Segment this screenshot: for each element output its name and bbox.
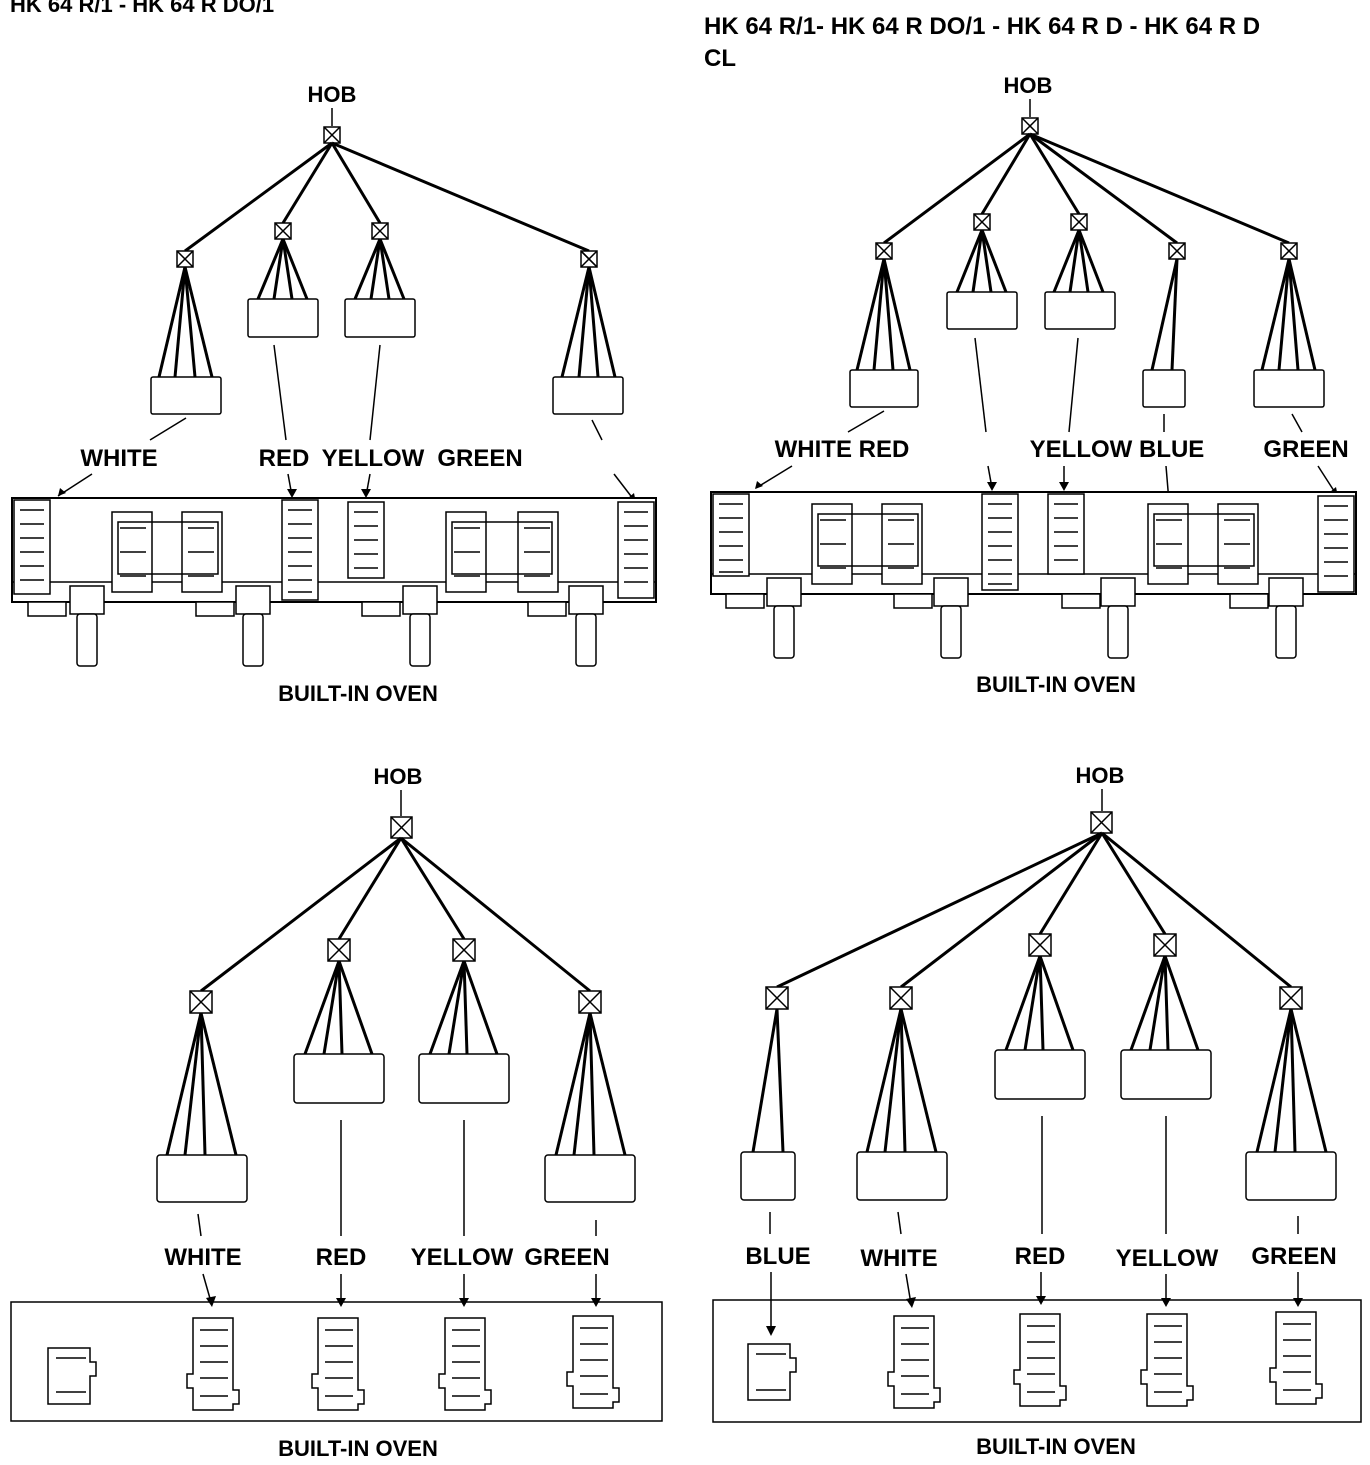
junction [765,986,789,1010]
junction [189,990,213,1014]
junction [875,242,893,260]
hob-junction-2 [1021,117,1039,135]
header-title-line1: HK 64 R/1- HK 64 R DO/1 - HK 64 R D - HK… [704,13,1260,40]
junction [1168,242,1186,260]
wire-label-green: GREEN [524,1244,609,1271]
connector-plug [946,291,1018,330]
diagram-4: HOB [712,763,1362,1459]
junction [1070,213,1088,231]
control-board-2 [710,491,1357,659]
wire-label-green: GREEN [1251,1243,1336,1270]
control-board-1 [11,497,657,667]
header-fragment-left: HK 64 R/1 - HK 64 R DO/1 [10,0,274,17]
hob-label-3: HOB [374,764,423,789]
oven-label-3: BUILT-IN OVEN [278,1436,438,1461]
oven-panel-3 [10,1301,663,1422]
junction [578,990,602,1014]
wire-label-yellow: YELLOW [411,1244,514,1271]
junction [973,213,991,231]
oven-label-2: BUILT-IN OVEN [976,672,1136,697]
connector-plug [849,369,919,408]
connector-plug [544,1154,636,1203]
connector-plug [552,376,624,415]
connector-plug [150,376,222,415]
connector-plug [418,1053,510,1104]
diagram-2: HOB [710,73,1357,697]
junction [327,938,351,962]
connector-plug [1245,1151,1337,1201]
wire-label-yellow-blue: YELLOW BLUE [1030,436,1205,463]
hob-label-2: HOB [1004,73,1053,98]
wire-label-white-red: WHITE RED [775,436,910,463]
connector-plug [1253,369,1325,408]
wire-label-yellow: YELLOW [322,445,425,472]
hob-label-1: HOB [308,82,357,107]
junction [1028,933,1052,957]
wire-label-green: GREEN [437,445,522,472]
connector-plug [994,1049,1086,1100]
connector-plug [344,298,416,338]
wire-label-white: WHITE [860,1245,937,1272]
oven-panel-4 [712,1299,1362,1423]
connector-plug [1120,1049,1212,1100]
wire-label-red: RED [316,1244,367,1271]
hob-junction-4 [1090,811,1113,834]
oven-label-1: BUILT-IN OVEN [278,681,438,706]
wire-label-white: WHITE [80,445,157,472]
junction [889,986,913,1010]
junction [1153,933,1177,957]
oven-sockets-4 [747,1311,1323,1409]
connector-plug [1044,291,1116,330]
wire-label-red: RED [1015,1243,1066,1270]
header-title-line2: CL [704,45,736,72]
junction [176,250,194,268]
oven-sockets-3 [47,1315,620,1411]
wire-label-blue: BLUE [745,1243,810,1270]
diagram-3: HOB WHITE RED YELLOW [10,764,663,1461]
hob-junction-1 [323,126,341,144]
wire-label-red: RED [259,445,310,472]
diagram-1: HOB WHITE [11,82,657,706]
connector-plug [156,1154,248,1203]
connector-plug [247,298,319,338]
junction [274,222,292,240]
connector-plug [740,1151,796,1201]
junction [580,250,598,268]
junction [452,938,476,962]
junction [1279,986,1303,1010]
wire-label-green: GREEN [1263,436,1348,463]
oven-label-4: BUILT-IN OVEN [976,1434,1136,1459]
junction [1280,242,1298,260]
connector-plug [856,1151,948,1201]
hob-label-4: HOB [1076,763,1125,788]
wire-label-yellow: YELLOW [1116,1245,1219,1272]
junction [371,222,389,240]
connector-plug [1142,369,1186,408]
wire-label-white: WHITE [164,1244,241,1271]
hob-junction-3 [390,816,413,839]
connector-plug [293,1053,385,1104]
